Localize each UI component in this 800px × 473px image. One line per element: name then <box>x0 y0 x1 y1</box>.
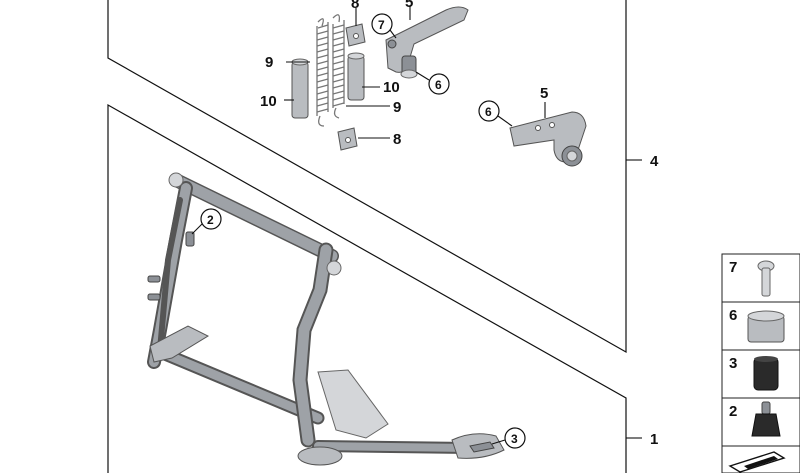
kit-panel: 7 6 3 2 <box>721 253 800 473</box>
label-part-10: 10 <box>383 79 400 96</box>
label-part-5: 5 <box>540 85 548 102</box>
label-part-1: 1 <box>650 431 658 448</box>
label-part-7: 7 <box>378 18 385 32</box>
label-part-10-left: 10 <box>260 93 277 110</box>
center-stand <box>147 172 505 466</box>
grease-icon <box>728 451 786 473</box>
label-part-5-top: 5 <box>405 0 413 11</box>
label-part-8: 8 <box>393 131 401 148</box>
label-part-4: 4 <box>650 153 659 170</box>
spring-plate-bottom <box>337 127 358 151</box>
spring-plate-top <box>345 23 366 47</box>
label-part-9-left: 9 <box>265 54 273 71</box>
spring-left <box>316 18 329 127</box>
spring-right <box>332 14 345 119</box>
kit-label-2: 2 <box>729 403 737 420</box>
lever-lower <box>509 111 587 167</box>
sleeve-left <box>291 58 309 119</box>
kit-label-7: 7 <box>729 259 737 276</box>
frame-lower-group: 1 <box>107 103 658 473</box>
sleeve-right <box>347 52 365 101</box>
callouts-upper: 9 10 10 9 8 8 7 5 6 5 6 <box>260 0 548 148</box>
label-part-9: 9 <box>393 99 401 116</box>
frame-upper-group: 4 <box>107 0 659 354</box>
kit-label-3: 3 <box>729 355 737 372</box>
label-part-2: 2 <box>207 213 214 227</box>
callouts-lower: 2 3 <box>191 208 526 449</box>
label-part-6: 6 <box>485 105 492 119</box>
bolt-icon <box>757 260 775 297</box>
kit-label-6: 6 <box>729 307 737 324</box>
bushing-icon <box>747 310 785 343</box>
label-part-6-top: 6 <box>435 78 442 92</box>
lever-upper <box>385 6 469 79</box>
label-part-8-top: 8 <box>351 0 359 12</box>
stop-buffer-icon <box>751 401 781 437</box>
rubber-cap-icon <box>753 356 779 391</box>
label-part-3: 3 <box>511 432 518 446</box>
